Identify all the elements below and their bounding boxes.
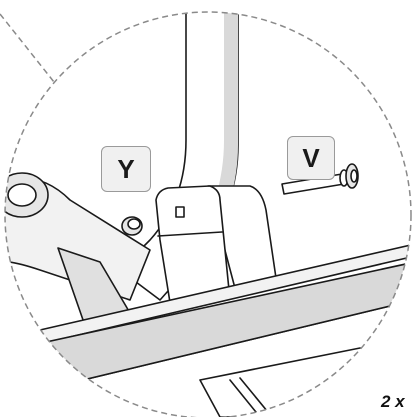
bracket-front-plate <box>155 185 231 316</box>
part-label-v: V <box>287 136 335 180</box>
nut-y <box>121 216 143 236</box>
quantity-label: 2 x <box>381 392 405 411</box>
bracket-back-plate <box>207 185 277 293</box>
detail-leader-line <box>0 13 55 83</box>
detail-circle <box>4 11 412 417</box>
bracket-slot <box>175 206 185 218</box>
part-label-y: Y <box>101 146 151 192</box>
base-rail-shade <box>5 261 411 401</box>
